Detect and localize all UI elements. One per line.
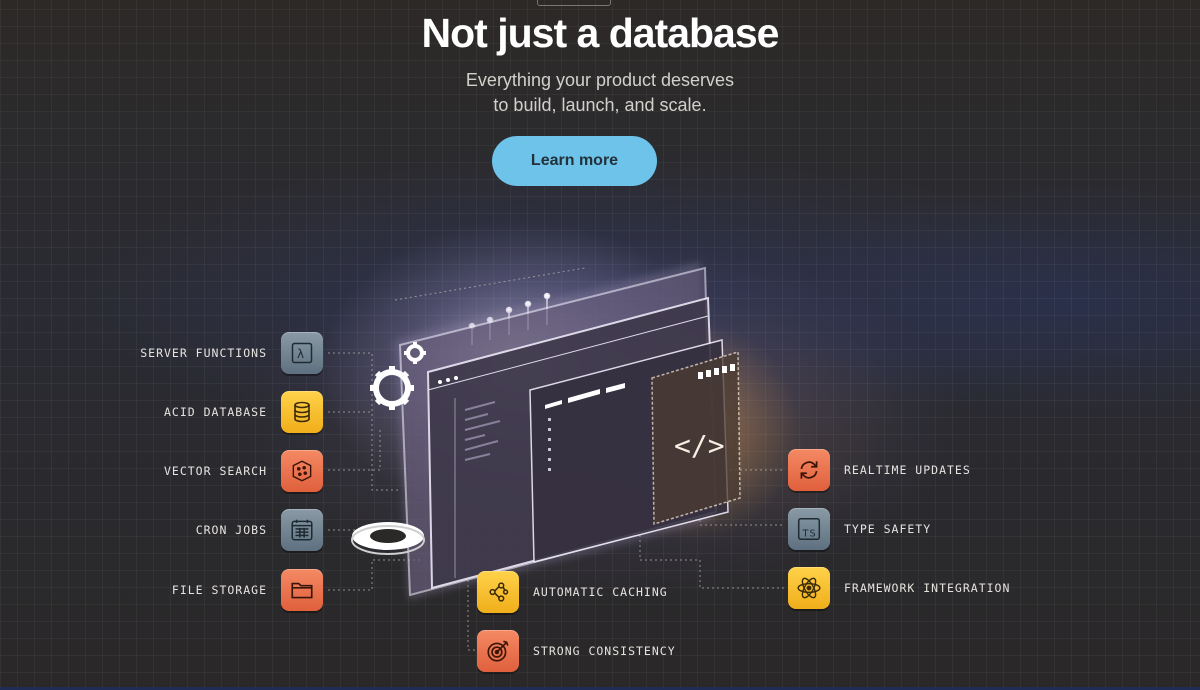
folder-icon	[281, 569, 323, 611]
bottom-edge-strip	[0, 687, 1200, 690]
hero-subtitle: Everything your product deserves to buil…	[0, 68, 1200, 118]
target-icon	[477, 630, 519, 672]
connector-file-storage	[328, 559, 420, 591]
lambda-icon: λ	[281, 332, 323, 374]
feature-label: FILE STORAGE	[171, 583, 267, 597]
svg-text:λ: λ	[297, 347, 305, 361]
graph-nodes-icon	[477, 571, 519, 613]
vector-cube-icon	[281, 450, 323, 492]
learn-more-button[interactable]: Learn more	[492, 136, 657, 186]
feature-strong-consistency[interactable]: STRONG CONSISTENCY	[477, 630, 676, 672]
react-atom-icon	[788, 567, 830, 609]
feature-framework-integration[interactable]: FRAMEWORK INTEGRATION	[788, 567, 1010, 609]
feature-label: CRON JOBS	[195, 523, 267, 537]
feature-automatic-caching[interactable]: AUTOMATIC CACHING	[477, 571, 668, 613]
feature-label: AUTOMATIC CACHING	[533, 585, 668, 599]
calendar-icon	[281, 509, 323, 551]
connector-server-functions	[328, 352, 400, 491]
code-brackets-icon: </>	[674, 429, 725, 462]
feature-acid-database[interactable]: ACID DATABASE	[164, 391, 323, 433]
connector-top-rail	[394, 267, 586, 301]
feature-label: FRAMEWORK INTEGRATION	[844, 581, 1011, 595]
gear-flat-icon	[351, 522, 425, 555]
feature-realtime-updates[interactable]: REALTIME UPDATES	[788, 449, 971, 491]
feature-cron-jobs[interactable]: CRON JOBS	[196, 509, 323, 551]
feature-label: VECTOR SEARCH	[163, 464, 267, 478]
hero-subtitle-line-2: to build, launch, and scale.	[493, 95, 707, 115]
connector-framework-integration	[639, 520, 784, 589]
feature-label: STRONG CONSISTENCY	[533, 644, 676, 658]
feature-label: ACID DATABASE	[163, 405, 267, 419]
hero-title: Not just a database	[421, 10, 780, 56]
feature-label: TYPE SAFETY	[844, 522, 932, 536]
isometric-code-panel: </>	[651, 350, 741, 526]
top-tab-outline	[537, 0, 611, 6]
feature-vector-search[interactable]: VECTOR SEARCH	[164, 450, 323, 492]
typescript-icon: TS	[788, 508, 830, 550]
database-icon	[281, 391, 323, 433]
hero-subtitle-line-1: Everything your product deserves	[465, 70, 735, 90]
feature-server-functions[interactable]: SERVER FUNCTIONS λ	[140, 332, 323, 374]
connector-vector-search	[328, 430, 381, 471]
feature-type-safety[interactable]: TS TYPE SAFETY	[788, 508, 931, 550]
feature-label: SERVER FUNCTIONS	[140, 346, 267, 360]
refresh-icon	[788, 449, 830, 491]
typescript-icon-text: TS	[802, 529, 817, 540]
gear-large-icon	[370, 366, 414, 410]
feature-label: REALTIME UPDATES	[844, 463, 971, 477]
gear-small-icon	[404, 342, 426, 364]
feature-file-storage[interactable]: FILE STORAGE	[172, 569, 323, 611]
